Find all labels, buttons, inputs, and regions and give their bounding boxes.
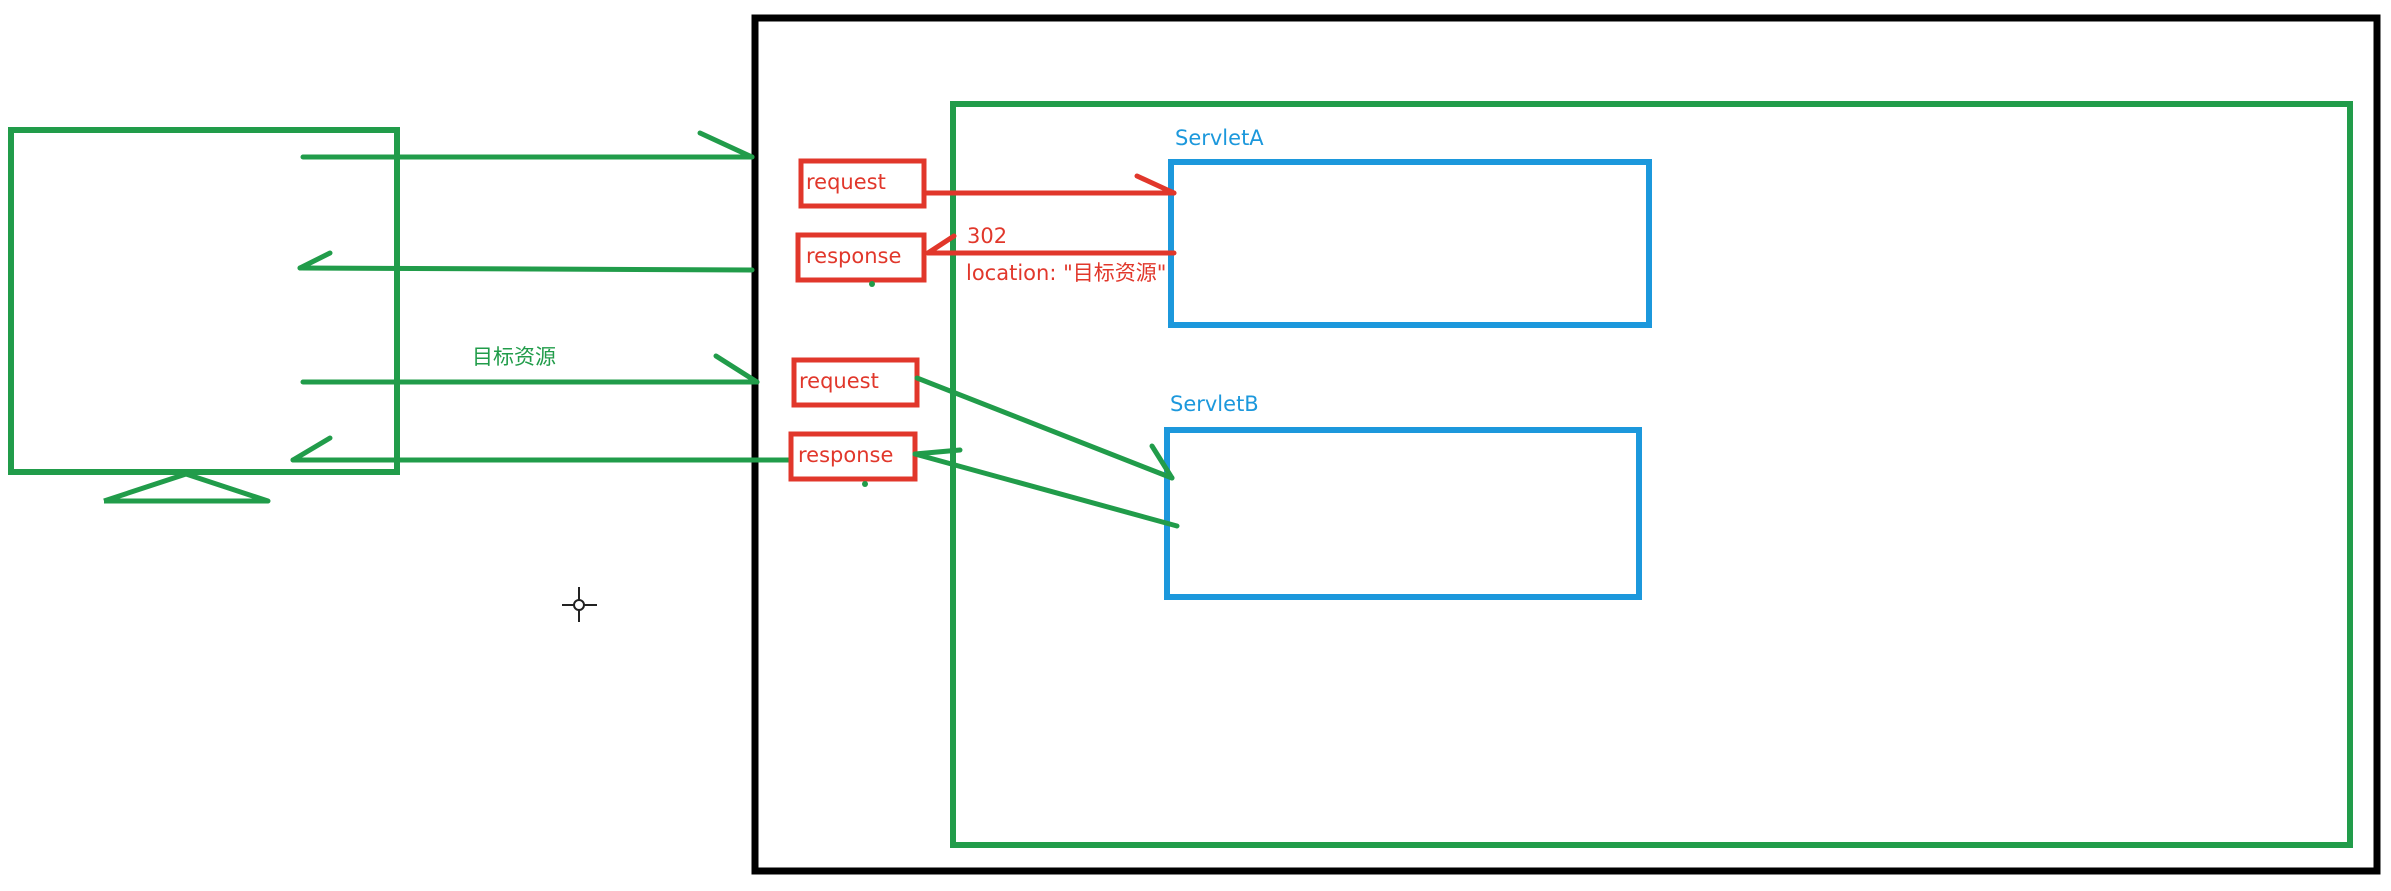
- first-request-arrow: [300, 130, 755, 160]
- monitor-icon: [8, 127, 400, 504]
- server-box: [751, 14, 2381, 875]
- first-response-dot: [869, 281, 875, 287]
- target-resource-label: 目标资源: [472, 345, 556, 369]
- servlet-a-request-arrow: [921, 173, 1177, 196]
- second-response-box: response: [788, 431, 918, 482]
- first-request-label: request: [806, 170, 886, 194]
- servlet-b-label: ServletB: [1170, 392, 1259, 416]
- servlet-a-redirect-arrow: [925, 233, 1177, 256]
- second-request-label: request: [799, 369, 879, 393]
- client-screen: [8, 127, 400, 475]
- monitor-stand: [103, 471, 271, 504]
- servlet-a-box: [1168, 159, 1652, 328]
- servlet-b-request-arrow: [914, 375, 1175, 481]
- servlet-a-label: ServletA: [1175, 126, 1264, 150]
- web-app-box: [950, 101, 2353, 848]
- second-response-dot: [862, 481, 868, 487]
- first-request-box: request: [798, 158, 927, 209]
- status-code-label: 302: [967, 224, 1007, 248]
- second-response-arrow: [290, 435, 793, 463]
- first-response-box: response: [795, 232, 927, 283]
- second-request-box: request: [791, 357, 920, 408]
- servlet-b-box: [1164, 427, 1642, 600]
- crosshair-cursor-icon: [562, 587, 597, 622]
- first-response-arrow: [297, 250, 755, 273]
- location-header-label: location: "目标资源": [966, 261, 1166, 285]
- first-response-label: response: [806, 244, 901, 268]
- servlet-b-response-arrow: [912, 447, 1180, 529]
- second-response-label: response: [798, 443, 893, 467]
- second-request-arrow: [300, 353, 760, 385]
